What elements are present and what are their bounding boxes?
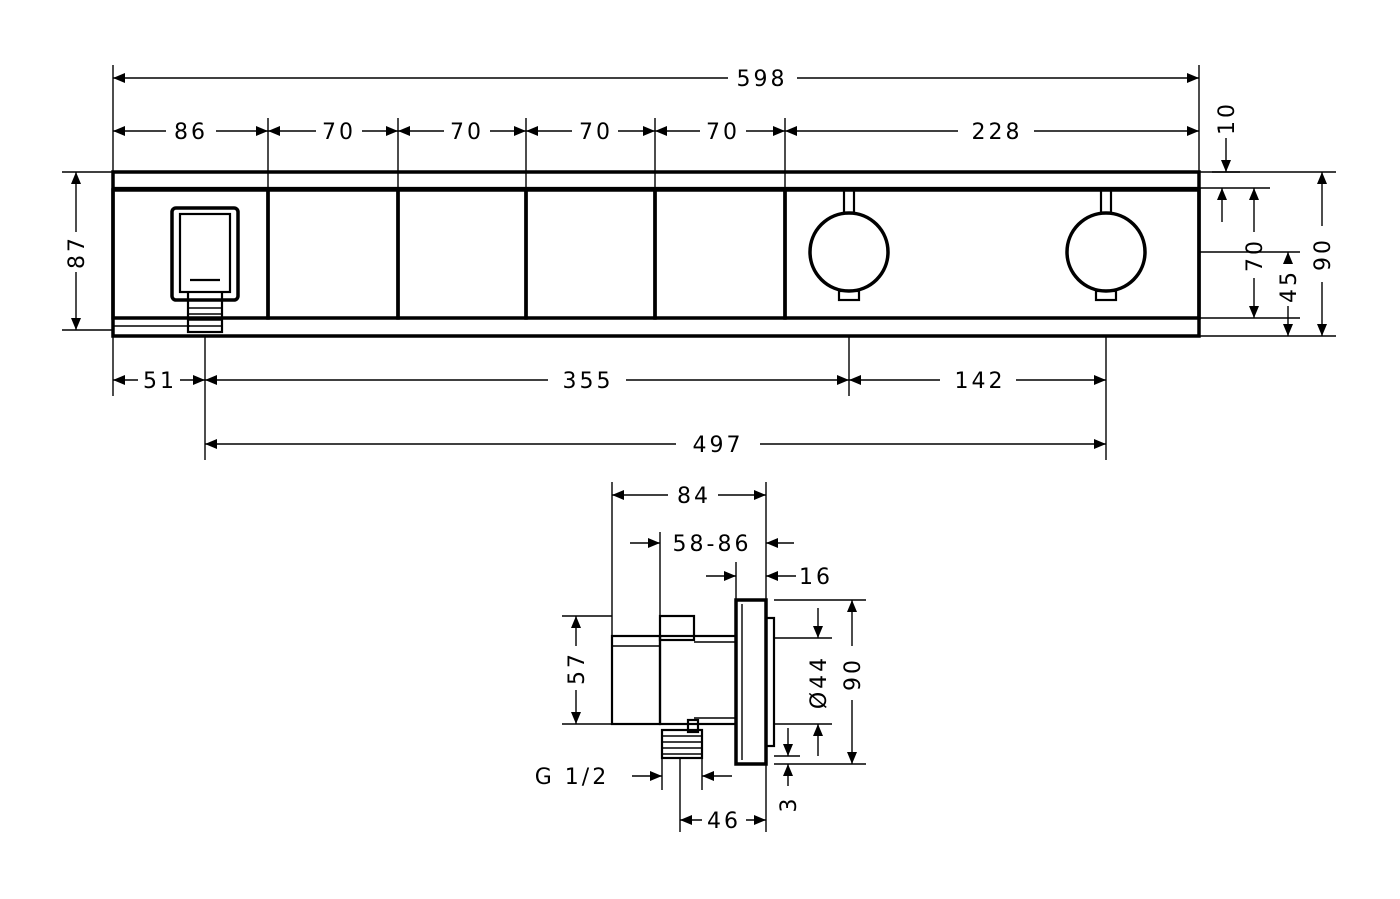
dim-label-diameter-44: Ø44 <box>807 655 832 709</box>
dim-label-segment-5: 70 <box>706 120 740 145</box>
left-knob-icon <box>808 190 890 302</box>
dim-label-90-side: 90 <box>841 657 866 691</box>
dim-label-46: 46 <box>707 809 741 834</box>
dim-plate-thickness: 16 <box>706 565 833 590</box>
dim-label-497: 497 <box>693 433 744 458</box>
dim-depth-range: 58-86 <box>630 532 794 557</box>
dim-label-84: 84 <box>677 484 711 509</box>
side-view: 84 58-86 16 57 Ø44 9 <box>535 482 866 834</box>
dim-thread: G 1/2 <box>535 765 732 790</box>
shower-holder-icon <box>170 206 240 334</box>
dim-outlet-depth: 46 <box>680 809 766 834</box>
dim-label-10: 10 <box>1215 101 1240 135</box>
dim-body-height: 57 <box>565 616 590 724</box>
right-knob-icon <box>1065 190 1147 302</box>
dim-top-offset: 10 <box>1212 101 1240 173</box>
side-body <box>610 614 738 760</box>
dim-bottom-row: 51 355 142 497 <box>113 369 1106 458</box>
dim-label-segment-6: 228 <box>972 120 1023 145</box>
dim-label-16: 16 <box>799 565 833 590</box>
dim-depth-total: 84 <box>612 484 766 509</box>
dim-label-51: 51 <box>143 369 177 394</box>
dim-label-142: 142 <box>955 369 1006 394</box>
button-segments <box>111 188 1201 320</box>
dim-segments: 86 70 70 70 70 228 <box>113 120 1199 145</box>
dim-label-3: 3 <box>777 796 802 813</box>
dim-label-57: 57 <box>565 651 590 685</box>
side-plate <box>734 598 776 766</box>
dim-knob-diameter: Ø44 <box>807 608 832 756</box>
dim-label-90-front: 90 <box>1311 237 1336 271</box>
dim-height-left: 87 <box>65 172 90 330</box>
dim-label-segment-4: 70 <box>579 120 613 145</box>
dim-plate-height: 90 <box>841 600 866 764</box>
dim-label-segment-2: 70 <box>322 120 356 145</box>
dim-label-87: 87 <box>65 235 90 269</box>
dim-label-segment-3: 70 <box>450 120 484 145</box>
dim-overall-width: 598 <box>113 67 1199 92</box>
dim-label-segment-1: 86 <box>174 120 208 145</box>
dim-right-stack: 70 45 90 <box>1217 172 1336 336</box>
dim-label-355: 355 <box>563 369 614 394</box>
dim-label-598: 598 <box>737 67 788 92</box>
front-view: 598 86 70 70 70 70 228 <box>62 65 1336 460</box>
dim-label-45: 45 <box>1277 269 1302 303</box>
dim-outlet-offset: 3 <box>777 728 802 813</box>
dim-label-58-86: 58-86 <box>673 532 752 557</box>
dim-label-70-vertical: 70 <box>1243 238 1268 272</box>
thread-label: G 1/2 <box>535 765 609 790</box>
